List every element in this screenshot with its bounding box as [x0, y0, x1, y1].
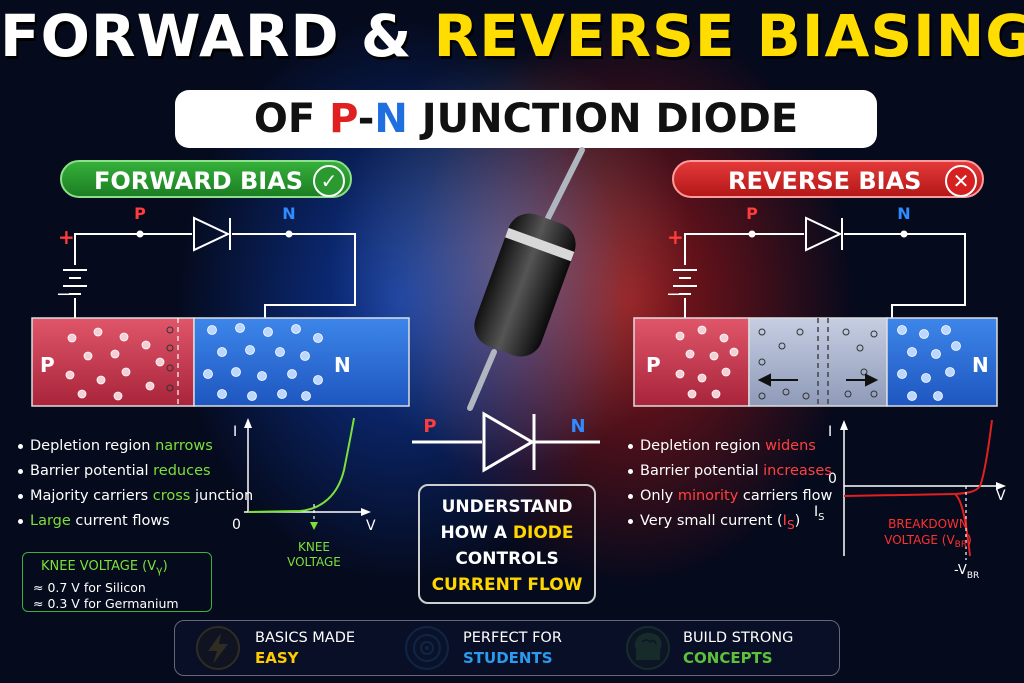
minus-sign: −	[56, 284, 71, 305]
features-bar: BASICS MADE EASY PERFECT FOR STUDENTS BU…	[174, 620, 840, 676]
diode-symbol	[412, 411, 600, 473]
svg-text:V: V	[366, 518, 376, 534]
center-message: UNDERSTAND HOW A DIODE CONTROLS CURRENT …	[418, 484, 596, 604]
n-node	[900, 230, 908, 238]
forward-iv-graph: I V 0 KNEE VOLTAGE	[232, 417, 376, 569]
n-region-label: N	[334, 353, 351, 377]
p-terminal-label: P	[746, 204, 758, 223]
p-terminal-label: P	[134, 204, 146, 223]
list-item: Barrier potential increases	[628, 459, 832, 484]
svg-text:IS: IS	[814, 504, 825, 523]
p-node	[136, 230, 144, 238]
p-region-label: P	[40, 353, 55, 377]
reverse-circuit	[673, 216, 966, 318]
svg-text:I: I	[233, 424, 237, 440]
minus-sign: −	[666, 284, 681, 305]
svg-text:0: 0	[828, 471, 837, 487]
svg-text:V: V	[996, 488, 1006, 504]
svg-text:KNEE: KNEE	[298, 540, 330, 554]
center-p-label: P	[423, 416, 436, 437]
forward-curve	[247, 417, 355, 513]
check-icon: ✓	[313, 165, 345, 197]
reverse-junction: P N	[633, 317, 998, 407]
forward-circuit	[63, 216, 356, 318]
list-item: Barrier potential reduces	[18, 459, 253, 484]
svg-text:-VBR: -VBR	[954, 563, 979, 581]
center-n-label: N	[570, 416, 585, 437]
reverse-bias-label: REVERSE BIAS✕	[672, 160, 984, 198]
p-region-label: P	[646, 353, 661, 377]
list-item: Majority carriers cross junction	[18, 484, 253, 509]
list-item: Depletion region narrows	[18, 434, 253, 459]
list-item: Large current flows	[18, 509, 253, 534]
list-item: Only minority carriers flow	[628, 484, 832, 509]
svg-text:VOLTAGE (VBR): VOLTAGE (VBR)	[884, 533, 972, 550]
svg-text:BREAKDOWN: BREAKDOWN	[888, 517, 968, 531]
x-icon: ✕	[945, 165, 977, 197]
n-terminal-label: N	[282, 204, 295, 223]
p-node	[748, 230, 756, 238]
svg-text:I: I	[828, 424, 832, 440]
breakdown-curve	[954, 493, 971, 557]
reverse-bullets: Depletion region widens Barrier potentia…	[628, 434, 832, 534]
title-line-1: FORWARD & REVERSE BIASING	[0, 2, 1024, 70]
knee-voltage-box: KNEE VOLTAGE (Vγ) ≈ 0.7 V for Silicon ≈ …	[22, 552, 212, 612]
n-region	[193, 317, 410, 407]
forward-bias-label: FORWARD BIAS✓	[60, 160, 352, 198]
diode-component	[467, 147, 585, 411]
n-region-label: N	[972, 353, 989, 377]
svg-text:VOLTAGE: VOLTAGE	[287, 555, 341, 569]
p-region	[31, 317, 195, 407]
n-node	[285, 230, 293, 238]
forward-region-curve	[979, 419, 993, 487]
list-item: Depletion region widens	[628, 434, 832, 459]
reverse-leakage-curve	[843, 485, 981, 497]
reverse-iv-graph: I V 0 IS BREAKDOWN VOLTAGE (VBR) -VBR	[814, 419, 1006, 581]
title-line-2: OF P-N JUNCTION DIODE	[175, 90, 877, 148]
forward-bullets: Depletion region narrows Barrier potenti…	[18, 434, 253, 534]
svg-text:0: 0	[232, 517, 241, 533]
list-item: Very small current (IS)	[628, 509, 832, 534]
plus-sign: +	[667, 225, 684, 249]
plus-sign: +	[58, 225, 75, 249]
n-terminal-label: N	[897, 204, 910, 223]
forward-junction: P N	[31, 317, 410, 407]
